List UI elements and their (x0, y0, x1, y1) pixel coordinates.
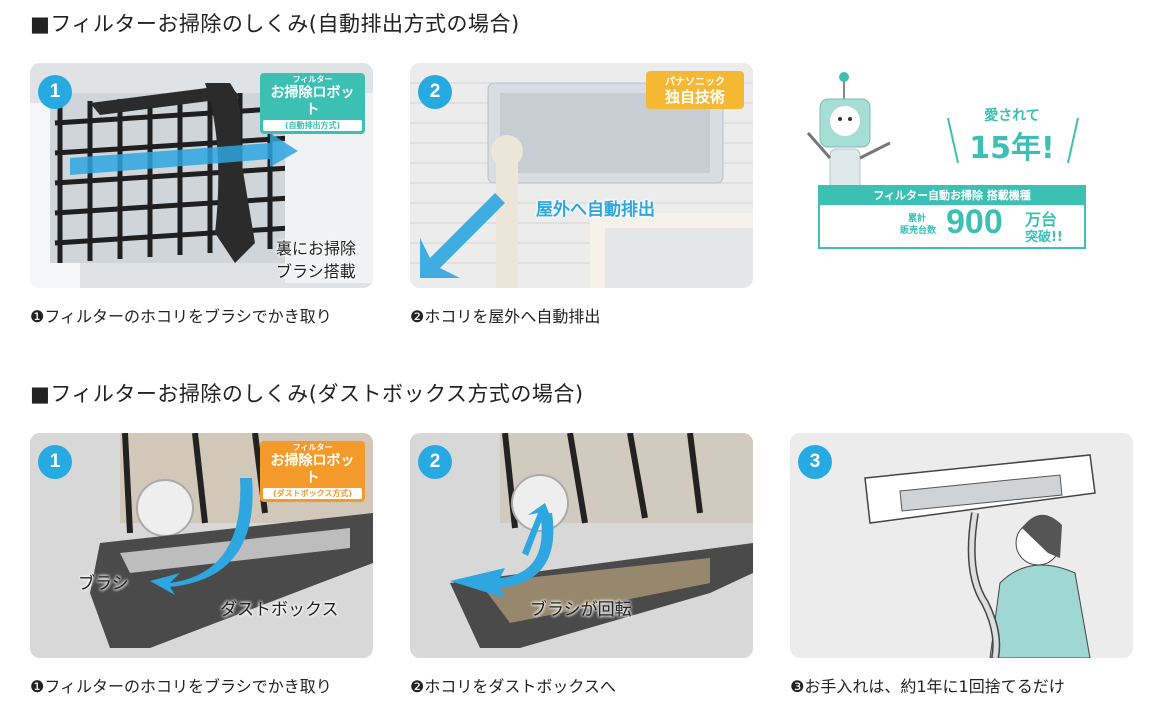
promo-count-label2: 販売台数 (900, 226, 937, 236)
robot-mascot-illustration (806, 72, 1079, 240)
card-auto-brush: 1 フィルター お掃除ロボット (自動排出方式) 裏にお掃除 ブラシ搭載 (30, 63, 373, 288)
overlay-brush: ブラシ (78, 574, 129, 594)
overlay-brush-line2: ブラシ搭載 (276, 262, 356, 281)
overlay-dustbox: ダストボックス (220, 600, 339, 620)
step-badge: 3 (798, 445, 832, 479)
tag-main-label: お掃除ロボット (270, 85, 355, 118)
caption-dustbox-step3: ❸お手入れは、約1年に1回捨てるだけ (790, 677, 1065, 696)
promo-15-years: 愛されて 15年! フィルター自動お掃除 搭載機種 累計 販売台数 900 万台… (790, 63, 1133, 288)
tag-sub-label: (自動排出方式) (263, 120, 362, 131)
step-badge: 2 (418, 445, 452, 479)
promo-banner-title: フィルター自動お掃除 搭載機種 (820, 187, 1084, 205)
overlay-brush-line1: 裏にお掃除 (276, 239, 357, 258)
tag-brand-label: パナソニック (665, 77, 725, 88)
card-auto-discharge: 2 パナソニック 独自技術 屋外へ自動排出 (410, 63, 753, 288)
section-title-dust-box: ■フィルターお掃除のしくみ(ダストボックス方式の場合) (30, 382, 584, 406)
tag-sub-label: (ダストボックス方式) (263, 488, 362, 499)
tag-main-label: お掃除ロボット (270, 453, 355, 486)
tag-small-label: フィルター (292, 75, 333, 84)
promo-count-label1: 累計 (908, 214, 927, 224)
promo-banner: フィルター自動お掃除 搭載機種 累計 販売台数 900 万台 突破!! (818, 185, 1086, 249)
promo-loved-text: 愛されて (984, 108, 1040, 124)
promo-count-number: 900 (946, 203, 1003, 241)
card-dustbox-rotate: 2 ブラシが回転 (410, 433, 753, 658)
panasonic-tag: パナソニック 独自技術 (646, 71, 744, 109)
robot-tag: フィルター お掃除ロボット (ダストボックス方式) (260, 441, 365, 502)
step-badge: 2 (418, 75, 452, 109)
section-title-auto-discharge: ■フィルターお掃除のしくみ(自動排出方式の場合) (30, 12, 520, 36)
tag-tech-label: 独自技術 (664, 88, 725, 106)
robot-tag: フィルター お掃除ロボット (自動排出方式) (260, 73, 365, 134)
promo-count-unit: 万台 (1025, 210, 1058, 229)
caption-auto-step1: ❶フィルターのホコリをブラシでかき取り (30, 307, 332, 326)
promo-years-text: 15年! (969, 131, 1055, 166)
caption-dustbox-step1: ❶フィルターのホコリをブラシでかき取り (30, 677, 332, 696)
overlay-outdoor: 屋外へ自動排出 (536, 200, 655, 220)
overlay-brush-rotate: ブラシが回転 (530, 600, 632, 620)
caption-auto-step2: ❷ホコリを屋外へ自動排出 (410, 307, 601, 326)
step-badge: 1 (38, 75, 72, 109)
caption-dustbox-step2: ❷ホコリをダストボックスへ (410, 677, 616, 696)
person-cleaning-illustration (790, 433, 1133, 658)
step-badge: 1 (38, 445, 72, 479)
brush-rotate-illustration (410, 433, 753, 658)
promo-breakthrough: 突破!! (1025, 230, 1063, 245)
tag-small-label: フィルター (292, 443, 333, 452)
card-dustbox-brush: 1 フィルター お掃除ロボット (ダストボックス方式) ブラシ ダストボックス (30, 433, 373, 658)
card-dustbox-disposal: 3 (790, 433, 1133, 658)
